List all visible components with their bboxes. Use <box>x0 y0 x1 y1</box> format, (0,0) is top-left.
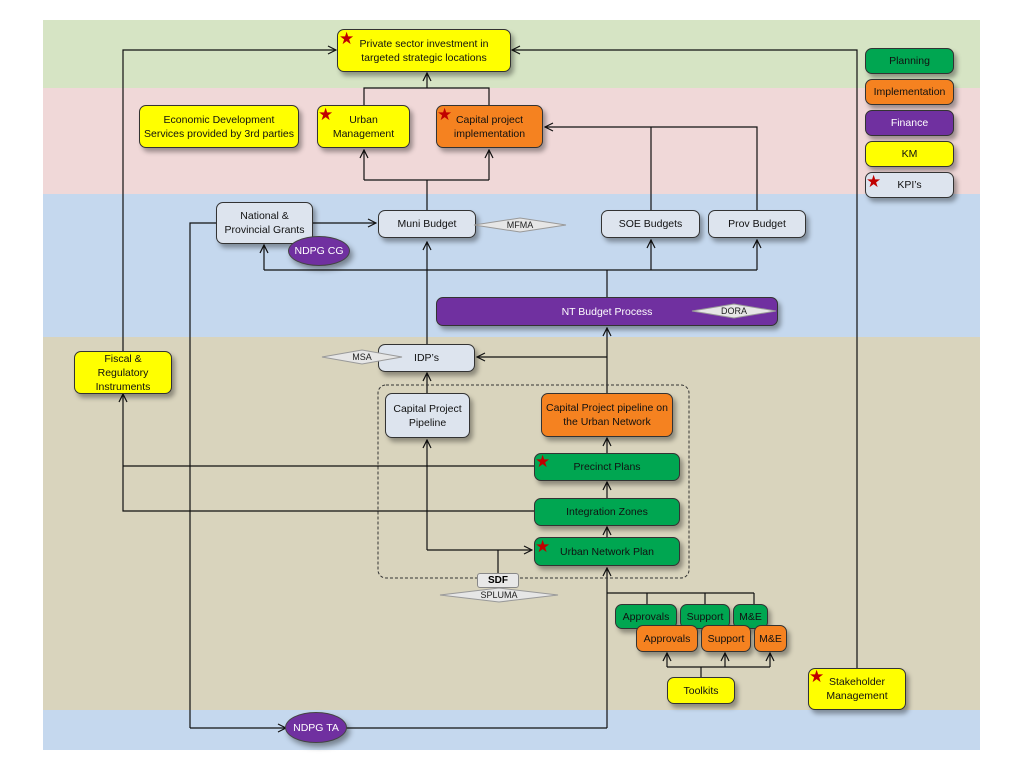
dora-label: DORA <box>720 306 747 316</box>
legend-planning: Planning <box>865 48 954 74</box>
nt-budget-label: NT Budget Process <box>561 305 653 318</box>
urban-mgmt-label: Urban Management <box>332 113 395 140</box>
ndpg-ta-ellipse: NDPG TA <box>285 712 347 743</box>
cap-pipeline-label: Capital Project Pipeline <box>393 402 462 429</box>
cap-pipeline-urban-box: Capital Project pipeline on the Urban Ne… <box>541 393 673 437</box>
support-top-box: Support <box>680 604 730 629</box>
legend-implementation: Implementation <box>865 79 954 105</box>
precinct-box: Precinct Plans <box>534 453 680 481</box>
econ-dev-box: Economic Development Services provided b… <box>139 105 299 148</box>
band-tan <box>43 337 980 710</box>
idps-box: IDP’s <box>378 344 475 372</box>
approvals-bottom-box: Approvals <box>636 625 698 652</box>
fiscal-box: Fiscal & Regulatory Instruments <box>74 351 172 394</box>
urban-network-box: Urban Network Plan <box>534 537 680 566</box>
precinct-label: Precinct Plans <box>573 461 641 473</box>
spluma-label: SPLUMA <box>480 590 518 600</box>
soe-budgets-box: SOE Budgets <box>601 210 700 238</box>
urban-mgmt-box: Urban Management <box>317 105 410 148</box>
me-top-box: M&E <box>733 604 768 629</box>
red-star-icon: ★ <box>437 105 453 124</box>
me-bottom-box: M&E <box>754 625 787 652</box>
integration-label: Integration Zones <box>566 506 648 518</box>
legend-km-label: KM <box>901 148 918 160</box>
stakeholder-label: Stakeholder Management <box>826 676 888 702</box>
prov-budget-label: Prov Budget <box>728 218 786 230</box>
red-star-icon: ★ <box>339 29 355 48</box>
cap-pipeline-box: Capital Project Pipeline <box>385 393 470 438</box>
capital-impl-box: Capital project implementation <box>436 105 543 148</box>
muni-budget-label: Muni Budget <box>397 218 457 230</box>
legend-km: KM <box>865 141 954 167</box>
cap-pipeline-urban-label: Capital Project pipeline on the Urban Ne… <box>546 402 668 428</box>
legend-kpis: KPI’s <box>865 172 954 198</box>
me-bottom-label: M&E <box>759 632 782 645</box>
support-top-label: Support <box>686 610 724 623</box>
msa-label: MSA <box>352 352 372 362</box>
legend-finance: Finance <box>865 110 954 136</box>
support-bottom-box: Support <box>701 625 751 652</box>
sdf-box: SDF <box>477 573 519 588</box>
ndpg-ta-label: NDPG TA <box>293 721 339 734</box>
ndpg-cg-label: NDPG CG <box>294 245 344 257</box>
ndpg-cg-ellipse: NDPG CG <box>288 236 350 266</box>
private-sector-box: Private sector investment in targeted st… <box>337 29 511 72</box>
urban-network-label: Urban Network Plan <box>560 545 654 558</box>
toolkits-label: Toolkits <box>683 684 719 697</box>
approvals-bottom-label: Approvals <box>643 632 691 645</box>
legend-finance-label: Finance <box>890 117 929 129</box>
legend-planning-label: Planning <box>889 55 930 67</box>
sdf-label: SDF <box>488 575 508 586</box>
soe-budgets-label: SOE Budgets <box>618 218 683 230</box>
red-star-icon: ★ <box>866 172 882 191</box>
red-star-icon: ★ <box>809 667 825 686</box>
me-top-label: M&E <box>739 610 762 623</box>
mfma-label: MFMA <box>506 220 534 230</box>
legend-implementation-label: Implementation <box>873 86 946 98</box>
capital-impl-label: Capital project implementation <box>453 113 526 140</box>
national-grants-label: National & Provincial Grants <box>224 210 305 236</box>
approvals-top-label: Approvals <box>622 610 670 623</box>
red-star-icon: ★ <box>318 105 334 124</box>
private-sector-label: Private sector investment in targeted st… <box>359 37 489 64</box>
prov-budget-box: Prov Budget <box>708 210 806 238</box>
national-grants-box: National & Provincial Grants <box>216 202 313 244</box>
fiscal-label: Fiscal & Regulatory Instruments <box>95 352 151 393</box>
band-blue-bottom <box>43 710 980 750</box>
approvals-top-box: Approvals <box>615 604 677 629</box>
integration-box: Integration Zones <box>534 498 680 526</box>
econ-dev-label: Economic Development Services provided b… <box>144 113 294 140</box>
legend-kpis-label: KPI’s <box>897 179 922 191</box>
idps-label: IDP’s <box>414 352 439 364</box>
toolkits-box: Toolkits <box>667 677 735 704</box>
stakeholder-box: Stakeholder Management <box>808 668 906 710</box>
muni-budget-box: Muni Budget <box>378 210 476 238</box>
red-star-icon: ★ <box>535 452 551 471</box>
red-star-icon: ★ <box>535 537 551 556</box>
support-bottom-label: Support <box>707 632 745 645</box>
